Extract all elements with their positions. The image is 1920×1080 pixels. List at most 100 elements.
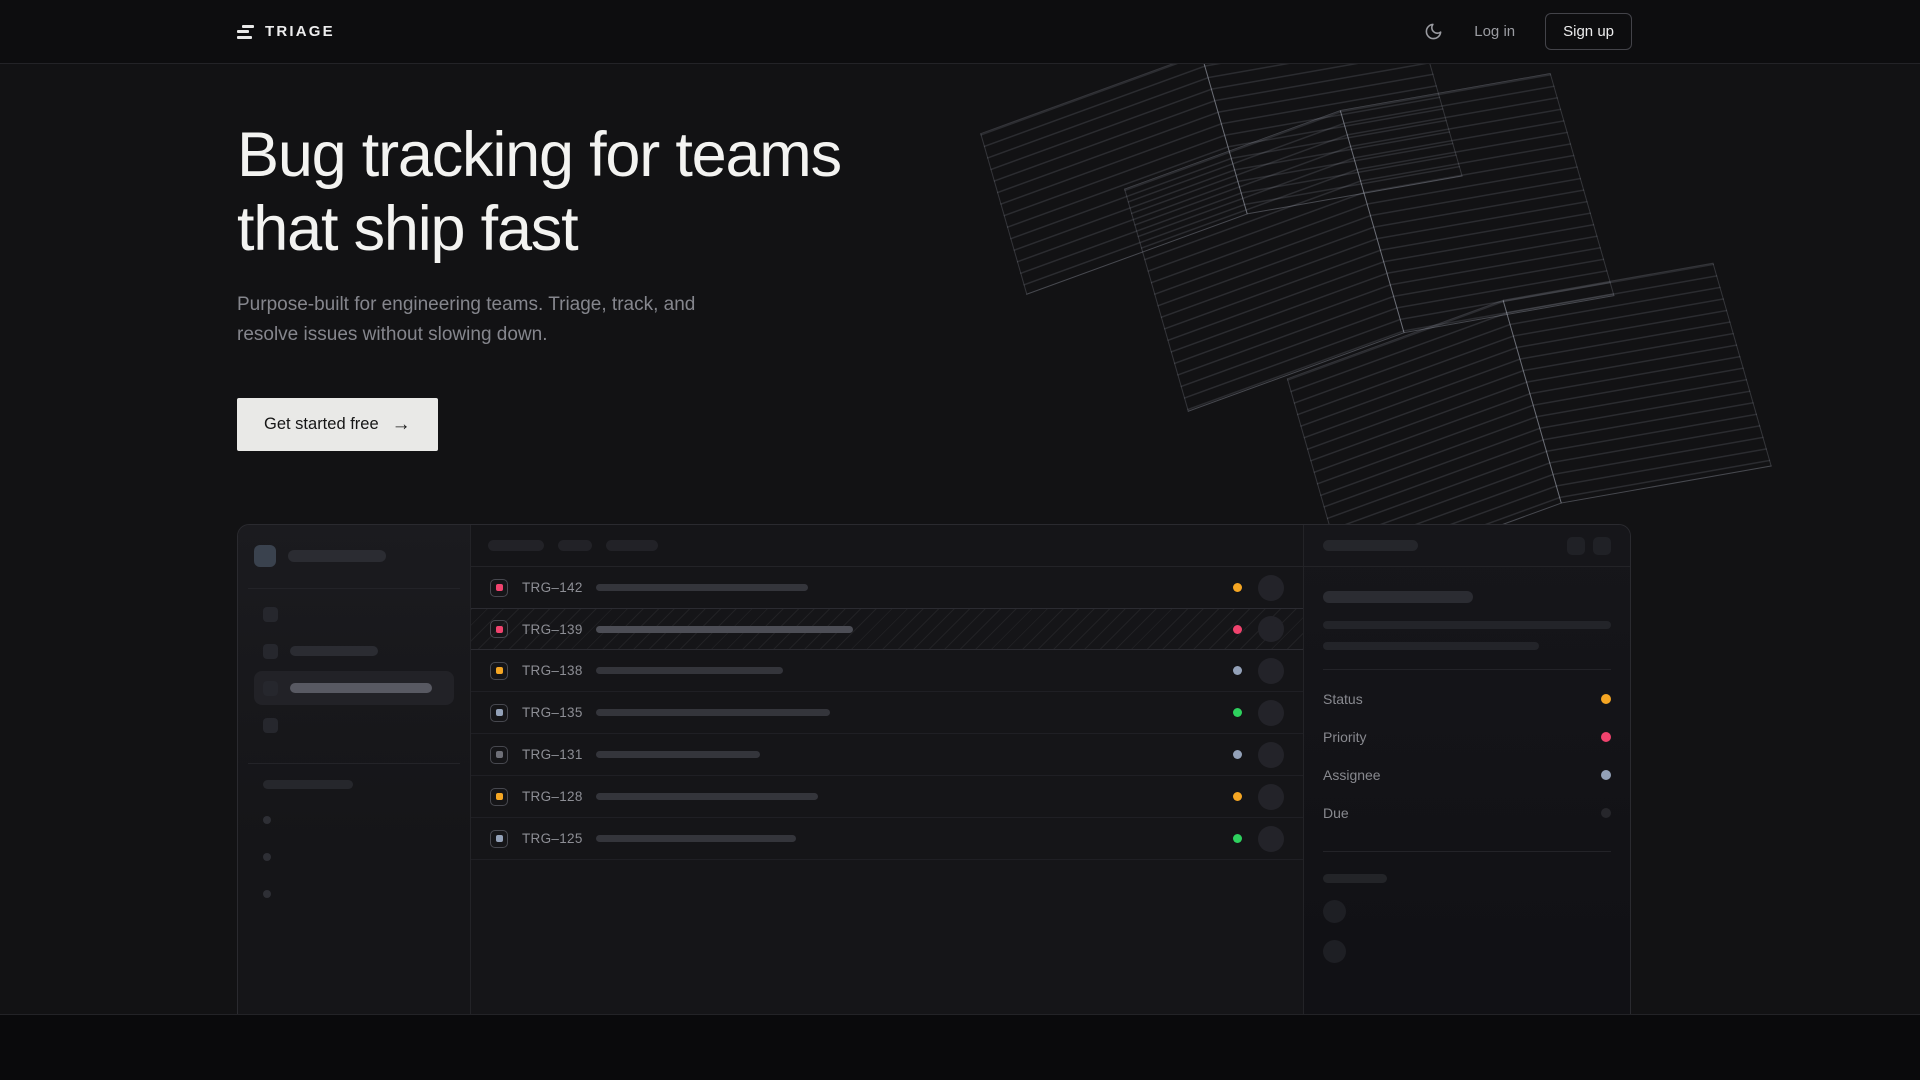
priority-icon [490, 829, 508, 848]
field-value-dot [1601, 732, 1611, 742]
skeleton-bar [1323, 540, 1418, 551]
issue-title-skeleton [596, 709, 830, 716]
skeleton-bar [290, 646, 378, 656]
issue-fields: Status Priority Assignee Due [1323, 680, 1611, 832]
preview-issue-list: TRG–142 TRG–139 TRG–138 TRG–135 TRG–131 [471, 525, 1304, 1014]
page-title: Bug tracking for teams that ship fast [237, 118, 842, 266]
skeleton-bar [290, 683, 432, 693]
skeleton-tab [488, 540, 544, 551]
issue-id: TRG–138 [522, 663, 583, 678]
priority-icon [490, 703, 508, 722]
skeleton-section-label [263, 780, 353, 789]
issue-row: TRG–128 [471, 776, 1303, 818]
issue-title-skeleton [596, 835, 796, 842]
nav-actions: Log in Sign up [1422, 13, 1632, 50]
issue-title-skeleton [596, 667, 783, 674]
assignee-avatar [1258, 825, 1284, 852]
skeleton-line [1323, 642, 1539, 650]
issue-row: TRG–135 [471, 692, 1303, 734]
status-dot [1233, 750, 1242, 759]
page-title-line2: that ship fast [237, 194, 579, 264]
issue-id: TRG–131 [522, 747, 583, 762]
top-nav: TRIAGE Log in Sign up [0, 0, 1920, 64]
issue-title-skeleton [596, 793, 818, 800]
theme-toggle-button[interactable] [1422, 21, 1444, 43]
issue-field-row: Due [1323, 794, 1611, 832]
panel-action-square [1593, 536, 1611, 555]
issue-field-row: Assignee [1323, 756, 1611, 794]
skeleton-tab [558, 540, 592, 551]
divider [1323, 851, 1611, 852]
app-preview-card: TRG–142 TRG–139 TRG–138 TRG–135 TRG–131 [237, 524, 1631, 1014]
skeleton-bar [288, 550, 386, 562]
skeleton-tab [606, 540, 658, 551]
issue-row: TRG–125 [471, 818, 1303, 860]
page-footer [0, 1015, 1920, 1080]
preview-workspace [254, 545, 454, 567]
assignee-avatar [1258, 699, 1284, 726]
triage-logo-icon [237, 24, 254, 39]
hero-subtitle-line1: Purpose-built for engineering teams. Tri… [237, 294, 696, 315]
skeleton-issue-title [1323, 591, 1473, 603]
issue-id: TRG–128 [522, 789, 583, 804]
field-label: Priority [1323, 729, 1367, 745]
priority-icon [490, 787, 508, 806]
panel-action-square [1567, 536, 1585, 555]
sidebar-item-icon [263, 606, 278, 622]
panel-toolbar [1304, 525, 1630, 567]
issue-id: TRG–125 [522, 831, 583, 846]
issue-id: TRG–142 [522, 580, 583, 595]
status-dot [1233, 624, 1242, 634]
workspace-icon [254, 545, 276, 567]
issue-row: TRG–131 [471, 734, 1303, 776]
field-label: Status [1323, 691, 1363, 707]
signup-button[interactable]: Sign up [1545, 13, 1632, 50]
issue-row: TRG–142 [471, 567, 1303, 609]
arrow-right-icon: → [391, 414, 411, 435]
issue-id: TRG–135 [522, 705, 583, 720]
status-dot [1233, 708, 1242, 717]
assignee-avatar [1258, 616, 1284, 642]
preview-sidebar-item [254, 634, 454, 668]
status-dot [1233, 834, 1242, 843]
priority-icon [490, 620, 508, 638]
get-started-label: Get started free [264, 415, 379, 433]
preview-sidebar-item-active [254, 671, 454, 705]
priority-icon [490, 578, 508, 597]
skeleton-dot [263, 890, 271, 898]
issue-rows: TRG–142 TRG–139 TRG–138 TRG–135 TRG–131 [471, 567, 1303, 860]
issue-field-row: Status [1323, 680, 1611, 718]
issue-title-skeleton [596, 625, 853, 633]
skeleton-line [1323, 621, 1611, 629]
preview-sidebar-item [254, 597, 454, 631]
list-toolbar [471, 525, 1303, 567]
login-link[interactable]: Log in [1474, 23, 1516, 40]
assignee-avatar [1258, 741, 1284, 768]
field-value-dot [1601, 694, 1611, 704]
issue-title-skeleton [596, 751, 760, 758]
divider [1323, 669, 1611, 670]
assignee-avatar [1258, 657, 1284, 684]
issue-title-skeleton [596, 584, 808, 591]
skeleton-section-label [1323, 874, 1387, 883]
preview-detail-panel: Status Priority Assignee Due [1304, 525, 1630, 1014]
get-started-button[interactable]: Get started free → [237, 398, 438, 451]
preview-sidebar-item [254, 708, 454, 742]
sidebar-item-icon [263, 643, 278, 659]
skeleton-dot [263, 853, 271, 861]
skeleton-avatar [1323, 940, 1346, 963]
status-dot [1233, 792, 1242, 801]
brand-logo[interactable]: TRIAGE [237, 23, 335, 40]
issue-field-row: Priority [1323, 718, 1611, 756]
assignee-avatar [1258, 574, 1284, 601]
status-dot [1233, 583, 1242, 592]
hero-subtitle: Purpose-built for engineering teams. Tri… [237, 290, 695, 350]
assignee-avatar [1258, 783, 1284, 810]
field-value-dot [1601, 770, 1611, 780]
priority-icon [490, 661, 508, 680]
panel-body: Status Priority Assignee Due [1304, 567, 1630, 963]
field-label: Assignee [1323, 767, 1381, 783]
field-value-dot [1601, 808, 1611, 818]
preview-sidebar [238, 525, 471, 1014]
sidebar-item-icon [263, 680, 278, 696]
